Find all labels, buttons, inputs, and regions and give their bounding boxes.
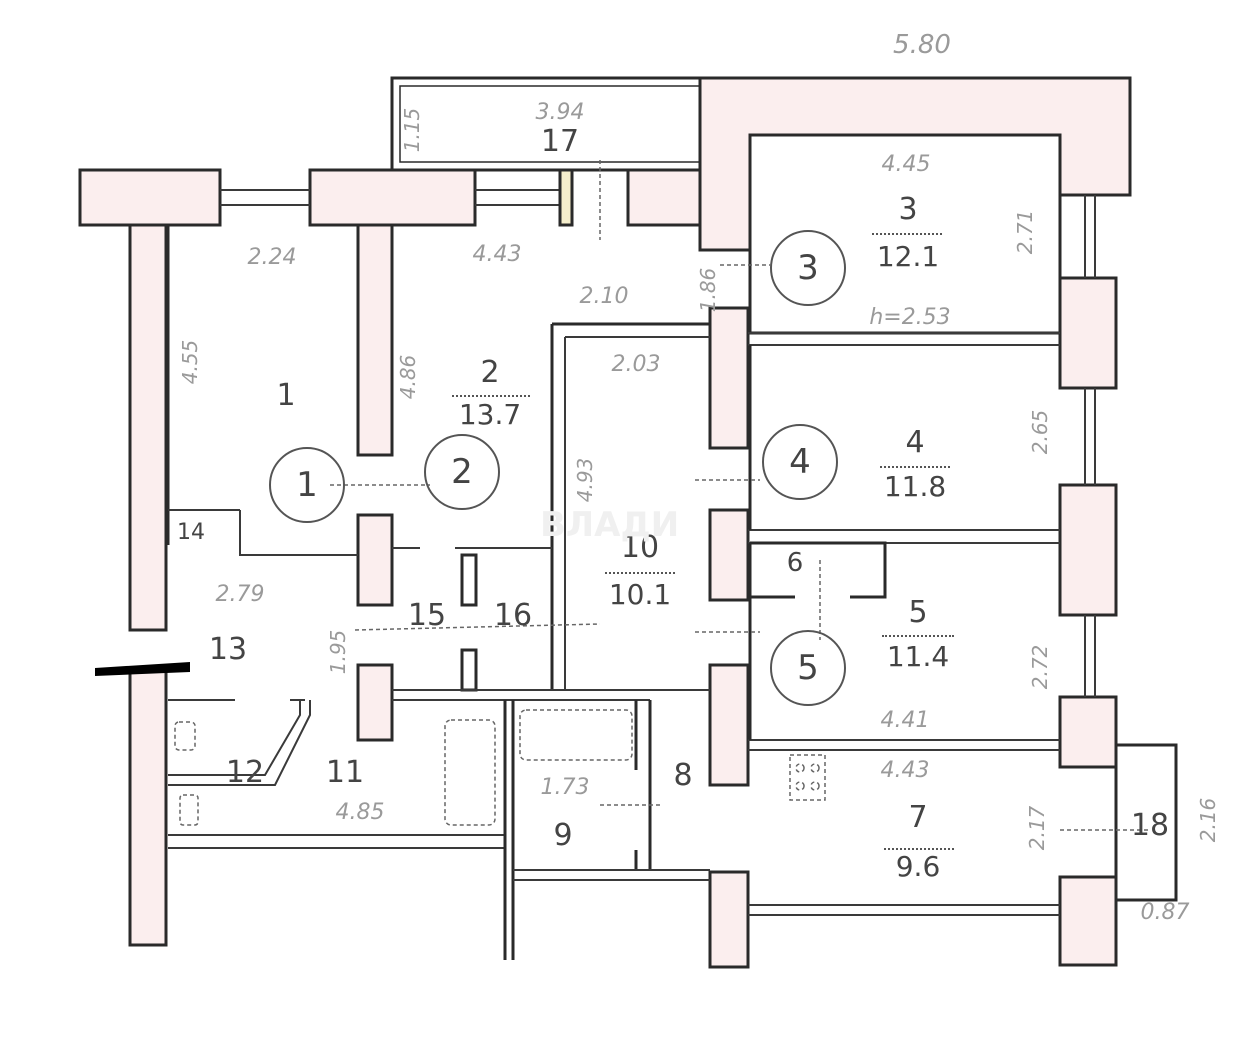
room-10-length: 4.93 [573, 457, 597, 503]
room-1-number: 1 [276, 378, 296, 413]
room-18-width: 0.87 [1140, 900, 1190, 925]
room-7-area: 9.6 [895, 850, 941, 883]
marker-5-label: 5 [797, 648, 819, 688]
room-5-number: 5 [908, 595, 928, 630]
toilet-icon [174, 721, 196, 751]
dim-1-86: 1.86 [696, 267, 720, 313]
room-16-number: 16 [493, 598, 533, 633]
wall-right-1 [1058, 276, 1118, 390]
marker-3-label: 3 [797, 248, 819, 288]
room-18-number: 18 [1130, 808, 1170, 843]
room-14-number: 14 [177, 520, 205, 545]
room-1-length: 4.55 [178, 339, 202, 385]
room-7-width: 4.43 [880, 758, 930, 783]
room-2-width: 4.43 [472, 242, 522, 267]
wall-block-top-left [78, 168, 222, 227]
room-3-height: h=2.53 [869, 305, 951, 330]
room-17-width: 3.94 [535, 100, 585, 125]
wall-column-b [708, 508, 750, 602]
marker-circle-3 [770, 230, 846, 306]
room-3-length: 2.71 [1013, 209, 1037, 255]
room-10-area: 10.1 [608, 578, 672, 611]
marker-circle-5 [770, 630, 846, 706]
room-11-width: 4.85 [335, 800, 385, 825]
room-14-width: 2.79 [215, 582, 265, 607]
room-2-length: 4.86 [396, 354, 420, 400]
room-7-number: 7 [908, 800, 928, 835]
stove-icon [789, 754, 826, 801]
room-4-length: 2.65 [1028, 409, 1052, 455]
room-11-number: 11 [325, 755, 365, 790]
wall-column-a [708, 306, 750, 450]
room-15-length: 1.95 [326, 629, 350, 675]
wall-column-f [356, 663, 394, 742]
marker-4-label: 4 [789, 442, 811, 482]
marker-2-label: 2 [451, 452, 473, 492]
room-3-area: 12.1 [876, 240, 940, 273]
overall-width-dim: 5.80 [893, 30, 951, 60]
wall-block-top-middle [308, 168, 477, 227]
wall-right-3 [1058, 695, 1118, 769]
sink-icon [179, 794, 199, 826]
wall-column-d [708, 870, 750, 969]
wall-block-balcony-door [626, 168, 702, 227]
wall-pillar-middle [356, 223, 394, 457]
room-4-area: 11.8 [883, 470, 947, 503]
room-12-number: 12 [225, 755, 265, 790]
marker-circle-4 [762, 424, 838, 500]
room-6-number: 6 [786, 548, 804, 578]
room-15-number: 15 [407, 598, 447, 633]
room-10-inner-width: 2.03 [611, 352, 661, 377]
room-13-number: 13 [208, 632, 248, 667]
wall-left-pillar [128, 223, 168, 632]
room-17-length: 1.15 [400, 107, 424, 153]
bathtub-icon [444, 719, 496, 826]
bathtub-icon-2 [519, 709, 633, 761]
room-5-width: 4.41 [880, 708, 930, 733]
room-9-number: 9 [553, 818, 573, 853]
marker-circle-1 [269, 447, 345, 523]
watermark: ВЛАДИ [540, 505, 680, 545]
room-8-number: 8 [673, 758, 693, 793]
room-1-width: 2.24 [247, 245, 297, 270]
room-10-number: 10 [620, 530, 660, 565]
room-2-area: 13.7 [458, 398, 522, 431]
wall-right-4 [1058, 875, 1118, 967]
wall-column-e [356, 513, 394, 607]
wall-column-c [708, 663, 750, 787]
wall-left-lower [128, 668, 168, 947]
room-4-number: 4 [905, 425, 925, 460]
room-5-area: 11.4 [886, 640, 950, 673]
room-3-number: 3 [898, 192, 918, 227]
room-18-outline [1114, 743, 1178, 902]
room-10-width: 2.10 [579, 284, 629, 309]
room-2-number: 2 [480, 355, 500, 390]
room-17-number: 17 [540, 124, 580, 159]
room-18-length: 2.16 [1196, 797, 1220, 843]
room-9-width: 1.73 [540, 775, 590, 800]
room-5-length: 2.72 [1028, 644, 1052, 690]
wall-right-2 [1058, 483, 1118, 617]
marker-circle-2 [424, 434, 500, 510]
room-3-width: 4.45 [881, 152, 931, 177]
marker-1-label: 1 [296, 465, 318, 505]
room-7-length: 2.17 [1025, 805, 1049, 851]
entrance-marker [95, 662, 190, 676]
